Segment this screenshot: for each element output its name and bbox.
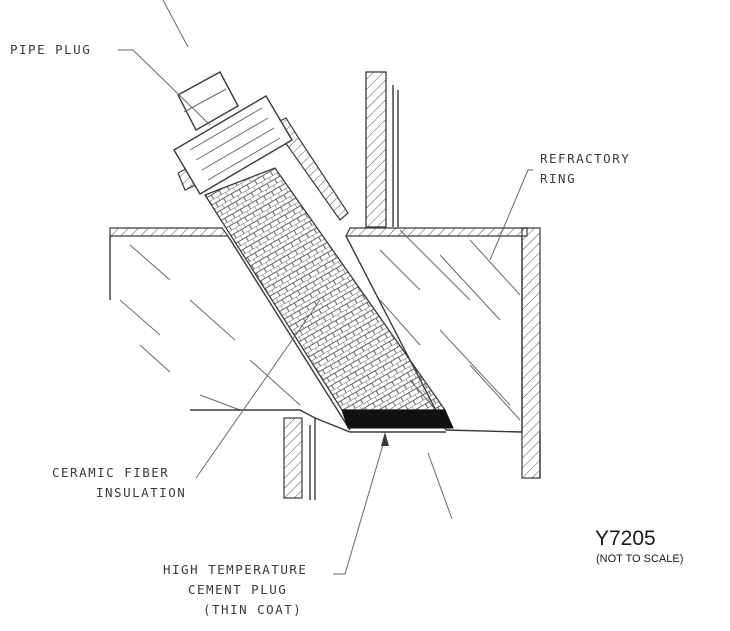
ceramic-fiber-insulation [204,167,447,411]
cement-plug-label-3: (THIN COAT) [203,602,302,617]
drawing-id: Y7205 [595,527,656,550]
pipe-plug [173,71,349,221]
cement-plug-label-2: CEMENT PLUG [188,582,287,597]
insulation-label: INSULATION [96,485,186,500]
scale-note: (NOT TO SCALE) [596,553,683,565]
upper-wall [365,71,399,228]
ceramic-fiber-label: CERAMIC FIBER [52,465,169,480]
cement-plug-label-1: HIGH TEMPERATURE [163,562,307,577]
pipe-plug-label: PIPE PLUG [10,42,91,57]
refractory-ring-label-2: RING [540,171,576,186]
lower-left-steel [283,417,541,500]
refractory-ring-label: REFRACTORY [540,151,630,166]
cement-plug [341,409,454,429]
port-centerline [162,0,453,520]
refractory-block [109,227,541,479]
leader-lines [118,49,533,575]
